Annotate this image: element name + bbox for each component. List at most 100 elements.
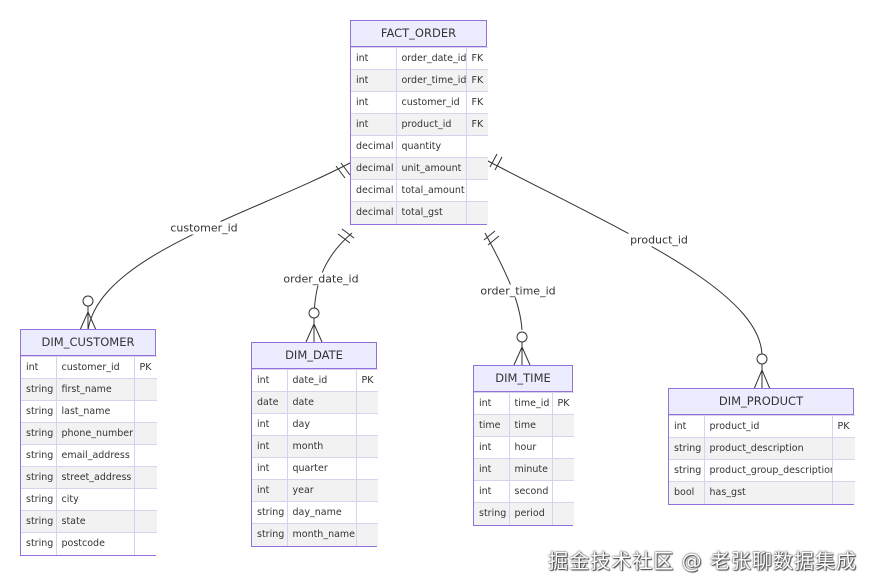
attribute-type: decimal (351, 201, 397, 224)
attribute-type: int (252, 413, 288, 436)
attribute-key: PK (134, 356, 157, 379)
attribute-type: int (252, 479, 288, 502)
attribute-name: has_gst (704, 481, 833, 504)
attribute-key (356, 501, 378, 524)
attribute-key (356, 523, 378, 546)
many-marker-crow (513, 342, 531, 366)
attribute-name: year (287, 479, 357, 502)
attribute-type: int (474, 436, 510, 459)
attribute-type: int (21, 356, 57, 379)
attribute-key (134, 510, 157, 533)
attribute-name: state (56, 510, 135, 533)
attribute-name: first_name (56, 378, 135, 401)
relationship-label-product: product_id (628, 233, 690, 247)
attribute-type: time (474, 414, 510, 437)
attribute-key (466, 157, 488, 180)
attribute-key (552, 480, 574, 503)
many-marker-crow (305, 318, 323, 343)
entity-title: DIM_PRODUCT (669, 389, 853, 415)
attribute-key (356, 457, 378, 480)
attribute-key (134, 378, 157, 401)
entity-title: DIM_TIME (474, 366, 572, 392)
attribute-type: bool (669, 481, 705, 504)
attribute-key: PK (356, 369, 378, 392)
attribute-type: string (21, 532, 57, 555)
attribute-key (134, 422, 157, 445)
attribute-type: int (474, 480, 510, 503)
many-marker-crow (79, 306, 97, 331)
attribute-key (356, 391, 378, 414)
attribute-type: string (474, 502, 510, 525)
attribute-type: string (21, 466, 57, 489)
attribute-key (134, 488, 157, 511)
attribute-name: month_name (287, 523, 357, 546)
attribute-key (134, 400, 157, 423)
attribute-key (552, 414, 574, 437)
attribute-name: order_time_id (396, 69, 467, 92)
attribute-name: city (56, 488, 135, 511)
one-marker (337, 233, 351, 244)
attribute-name: day (287, 413, 357, 436)
attribute-name: order_date_id (396, 47, 467, 70)
attribute-type: int (351, 113, 397, 136)
relationship-line-time (484, 232, 523, 331)
attribute-key (134, 444, 157, 467)
attribute-key: FK (466, 113, 488, 136)
attribute-type: string (21, 378, 57, 401)
attribute-key (552, 436, 574, 459)
one-marker (489, 153, 498, 168)
attribute-key: FK (466, 69, 488, 92)
attribute-key (552, 502, 574, 525)
attribute-key (832, 437, 855, 460)
attribute-key (134, 466, 157, 489)
one-marker (483, 230, 496, 241)
attribute-key (552, 458, 574, 481)
attribute-key: FK (466, 47, 488, 70)
attribute-name: quarter (287, 457, 357, 480)
attribute-type: string (252, 523, 288, 546)
attribute-name: second (509, 480, 553, 503)
attribute-name: time (509, 414, 553, 437)
attribute-name: date (287, 391, 357, 414)
relationship-label-date: order_date_id (281, 272, 361, 286)
attribute-type: string (21, 510, 57, 533)
attribute-key (832, 481, 855, 504)
attribute-name: minute (509, 458, 553, 481)
attribute-name: product_description (704, 437, 833, 460)
relationship-label-time: order_time_id (478, 284, 558, 298)
attribute-type: string (669, 437, 705, 460)
attribute-type: int (474, 458, 510, 481)
attribute-type: string (252, 501, 288, 524)
attribute-type: int (252, 369, 288, 392)
attribute-type: string (21, 400, 57, 423)
attribute-name: period (509, 502, 553, 525)
attribute-type: string (21, 488, 57, 511)
attribute-name: date_id (287, 369, 357, 392)
attribute-type: int (351, 91, 397, 114)
